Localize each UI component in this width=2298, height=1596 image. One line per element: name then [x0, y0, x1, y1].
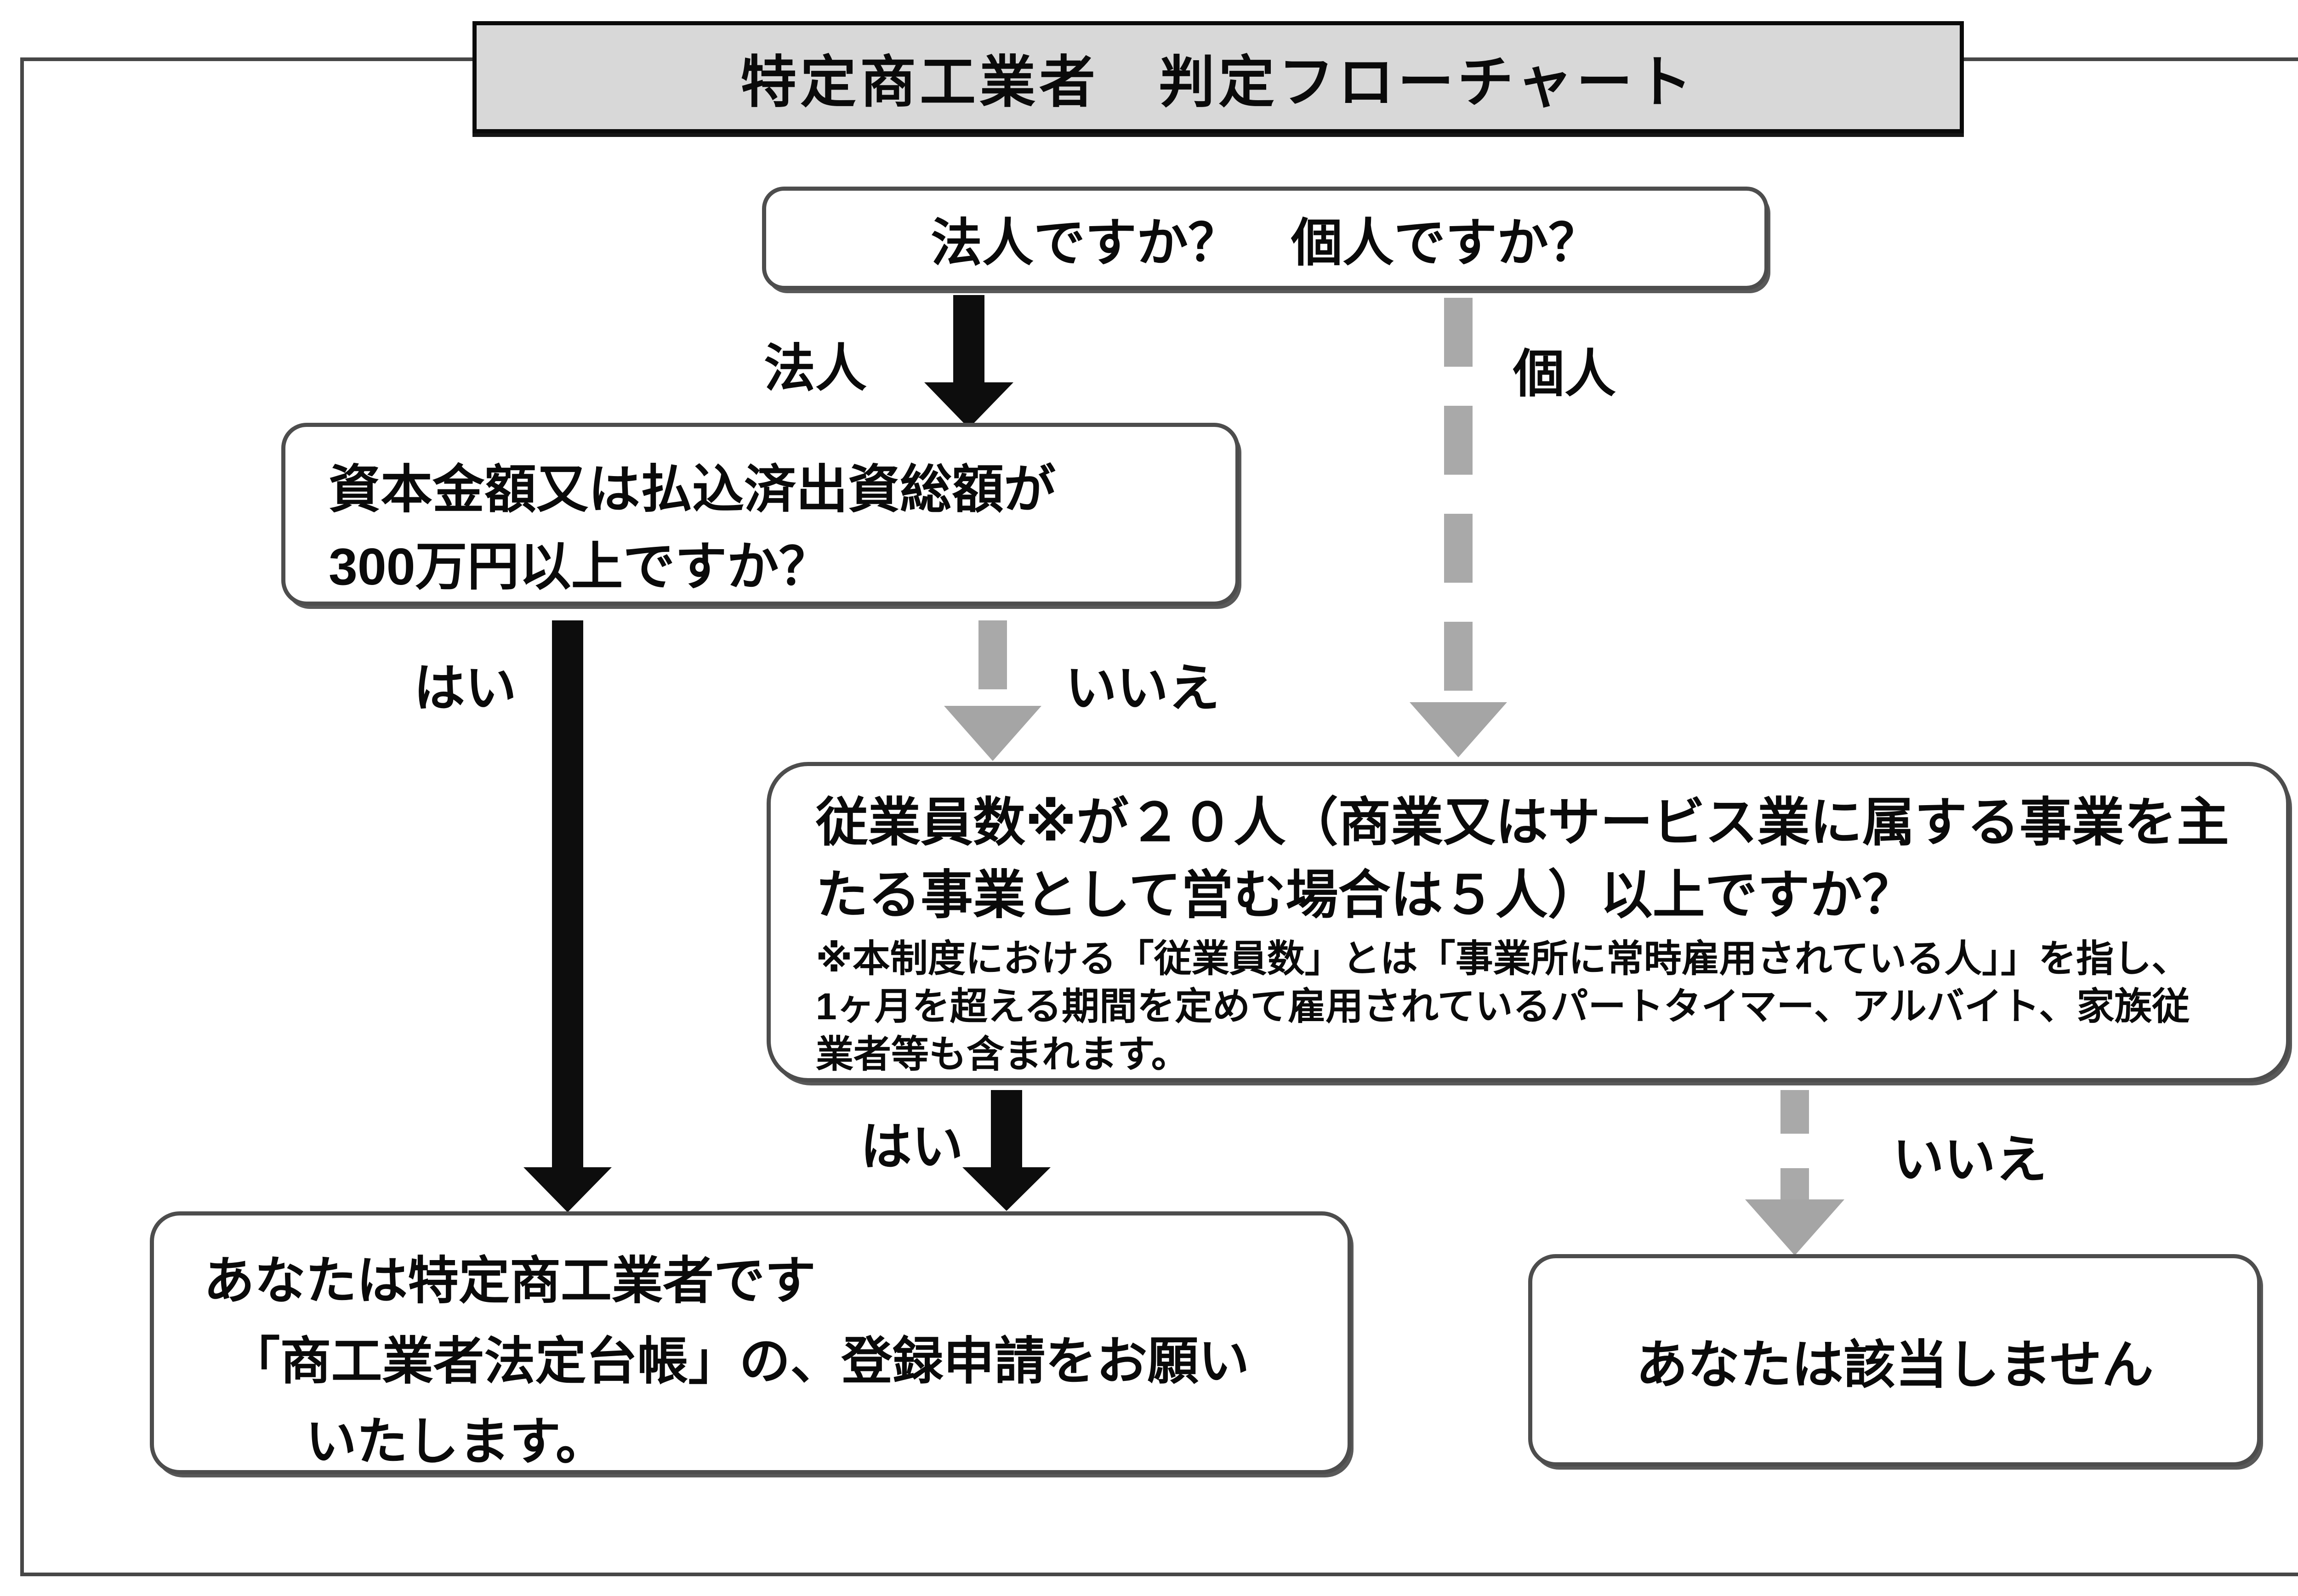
employees-question-line1: 従業員数※が２０人（商業又はサービス業に属する事業を主 — [816, 794, 2229, 852]
arrow-employees-no-head — [1745, 1199, 1844, 1257]
result-not-applicable-text: あなたは該当しません — [1636, 1336, 2154, 1394]
node-result-registered: あなたは特定商工業者です 「商工業者法定台帳」の、登録申請をお願い いたします。 — [150, 1211, 1352, 1474]
arrow-individual-head — [1410, 702, 1507, 759]
employees-question-line2: たる事業として営む場合は５人）以上ですか？ — [816, 866, 1915, 925]
node-employees-question: 従業員数※が２０人（商業又はサービス業に属する事業を主 たる事業として営む場合は… — [767, 762, 2290, 1082]
employees-note-line1: ※本制度における「従業員数」とは「事業所に常時雇用されている人」」を指し、 — [816, 938, 2190, 980]
node-capital-question: 資本金額又は払込済出資総額が 300万円以上ですか？ — [281, 423, 1240, 606]
flowchart-title-bar: 特定商工業者 判定フローチャート — [472, 21, 1964, 133]
edge-label-capital-yes: はい — [414, 659, 517, 717]
arrow-capital-no-shaft — [978, 620, 1007, 703]
flowchart-title: 特定商工業者 判定フローチャート — [740, 51, 1696, 114]
edge-label-employees-yes: はい — [860, 1118, 963, 1176]
arrow-employees-yes-shaft — [991, 1090, 1022, 1168]
edge-label-individual: 個人 — [1513, 345, 1616, 403]
arrow-corporate-head — [924, 382, 1013, 430]
edge-label-corporate: 法人 — [764, 340, 867, 397]
arrow-employees-yes-head — [962, 1167, 1051, 1212]
arrow-capital-yes-shaft — [552, 620, 583, 1168]
arrow-corporate-shaft — [953, 295, 984, 383]
edge-label-capital-no: いいえ — [1065, 659, 1220, 717]
arrow-individual-shaft — [1444, 298, 1473, 693]
node-result-not-applicable: あなたは該当しません — [1528, 1254, 2261, 1466]
capital-question-line2: 300万円以上ですか？ — [329, 538, 831, 596]
employees-note-line3: 業者等も含まれます。 — [816, 1034, 1189, 1075]
arrow-employees-no-shaft — [1780, 1090, 1809, 1200]
node-entity-type-question: 法人ですか？ 個人ですか？ — [762, 187, 1769, 290]
capital-question-line1: 資本金額又は払込済出資総額が — [329, 460, 1056, 518]
result-registered-line3: いたします。 — [204, 1413, 607, 1470]
employees-note-line2: 1ヶ月を超える期間を定めて雇用されているパートタイマー、アルバイト、家族従 — [816, 986, 2190, 1028]
result-registered-line2: 「商工業者法定台帳」の、登録申請をお願い — [204, 1333, 1250, 1390]
entity-type-question-text: 法人ですか？ 個人ですか？ — [931, 214, 1600, 272]
edge-label-employees-no: いいえ — [1893, 1131, 2047, 1188]
result-registered-line1: あなたは特定商工業者です — [204, 1252, 816, 1309]
arrow-capital-no-head — [944, 706, 1041, 762]
arrow-capital-yes-head — [523, 1167, 612, 1214]
